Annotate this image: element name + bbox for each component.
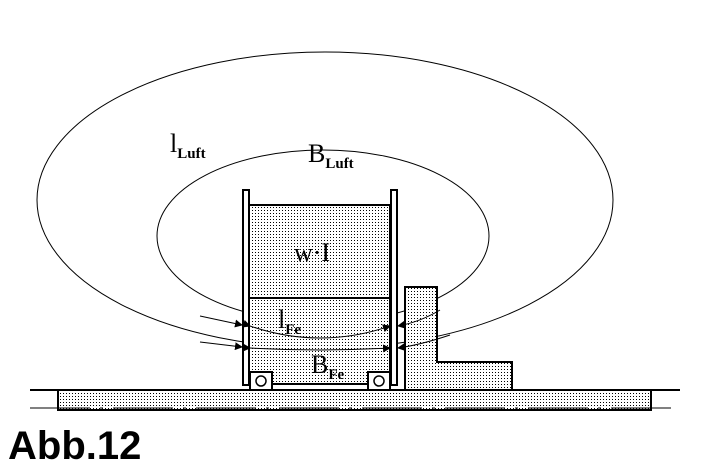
b-fe-arrow xyxy=(242,343,391,353)
l-shaped-yoke xyxy=(404,286,513,391)
right-wall xyxy=(390,189,398,386)
coil-winding xyxy=(248,204,391,299)
label-l-luft: lLuft xyxy=(170,129,206,162)
left-flux-arrow-lower xyxy=(199,341,243,351)
left-flux-arrow-upper xyxy=(199,315,243,328)
right-bearing xyxy=(367,371,391,391)
iron-core xyxy=(248,297,391,385)
left-wall xyxy=(242,189,250,386)
figure-title: Abb.12 xyxy=(8,424,142,468)
label-coil-current: w·I xyxy=(294,238,330,267)
l-fe-arrow xyxy=(242,319,391,339)
label-l-fe: lFe xyxy=(278,305,301,338)
right-flux-arrow-lower xyxy=(397,334,451,352)
label-b-fe: BFe xyxy=(311,350,345,383)
left-bearing xyxy=(249,371,273,391)
label-b-luft: BLuft xyxy=(308,139,354,172)
right-flux-arrow-upper xyxy=(397,309,441,329)
base-plate xyxy=(57,389,652,411)
